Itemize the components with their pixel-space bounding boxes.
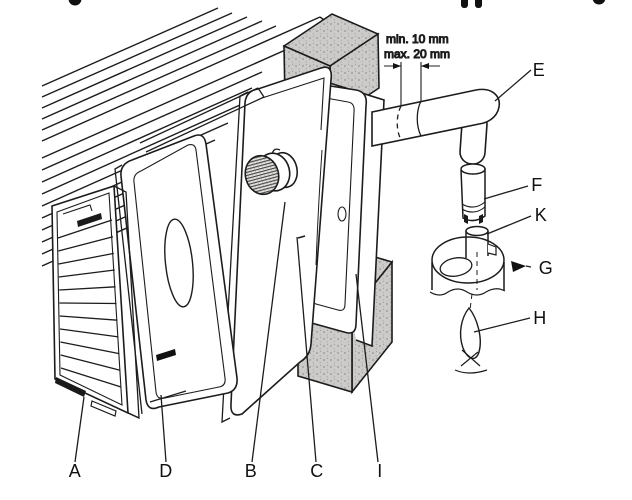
- leader-h: [473, 317, 531, 333]
- conduit-tube-part-e: [371, 88, 501, 165]
- label-a: A: [69, 461, 82, 481]
- frame-part-d: [114, 134, 238, 415]
- trim-strip: [139, 87, 265, 153]
- screw-part-g: [511, 261, 526, 272]
- leader-c: [296, 236, 317, 463]
- leader-d: [160, 394, 167, 463]
- label-h: H: [533, 308, 547, 328]
- label-f: F: [531, 175, 543, 195]
- dimension-max-text: max. 20 mm: [384, 47, 450, 61]
- label-c: C: [310, 461, 324, 481]
- part-label-texts: A D B C I E F K G H: [69, 60, 554, 481]
- core-and-cap: [429, 225, 532, 296]
- label-d: D: [159, 461, 173, 481]
- leader-lines: [74, 69, 532, 463]
- plumb-bob-part-h: [454, 293, 488, 374]
- label-e: E: [533, 60, 546, 80]
- label-k: K: [535, 205, 548, 225]
- leader-i: [355, 273, 379, 463]
- label-i: I: [377, 461, 383, 481]
- speaker-part-b: [244, 148, 299, 196]
- leader-e: [494, 69, 532, 102]
- leader-k: [486, 215, 532, 235]
- cap-part-k: [465, 225, 497, 290]
- cropped-title-fragments: [68, 0, 606, 8]
- leader-b: [251, 201, 286, 463]
- label-g: G: [539, 258, 554, 278]
- label-b: B: [245, 461, 258, 481]
- leader-a: [74, 396, 85, 463]
- front-grille-part-a: [51, 184, 140, 420]
- leader-f: [483, 185, 529, 200]
- adapter-part-f: [460, 163, 486, 224]
- dimension-annotation: min. 10 mm max. 20 mm: [383, 31, 451, 106]
- dimension-min-text: min. 10 mm: [386, 32, 449, 46]
